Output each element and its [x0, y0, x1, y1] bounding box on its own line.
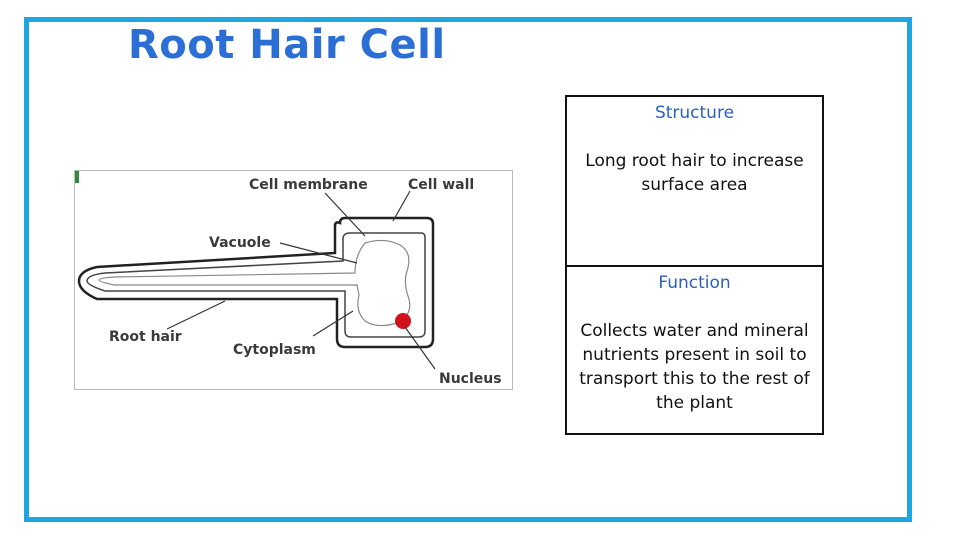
structure-cell: Structure Long root hair to increase sur… [567, 97, 822, 267]
slide-title: Root Hair Cell [128, 22, 446, 68]
cell-wall-outline [77, 216, 435, 349]
nucleus-dot [395, 313, 411, 329]
function-text: Collects water and mineral nutrients pre… [579, 321, 810, 413]
leader-cell-wall [392, 190, 411, 222]
leader-nucleus [404, 326, 436, 370]
image-corner-mark [75, 171, 79, 183]
label-vacuole: Vacuole [209, 235, 271, 251]
function-cell: Function Collects water and mineral nutr… [567, 267, 822, 435]
label-cell-wall: Cell wall [408, 177, 474, 193]
label-cytoplasm: Cytoplasm [233, 342, 316, 358]
leader-cell-membrane [324, 192, 366, 237]
leader-vacuole [279, 242, 358, 264]
structure-heading: Structure [654, 103, 735, 123]
slide-frame [24, 17, 912, 522]
label-cell-membrane: Cell membrane [249, 177, 368, 193]
root-hair-cell-diagram: Cell membrane Cell wall Vacuole Root hai… [74, 170, 513, 390]
label-root-hair: Root hair [109, 329, 182, 345]
cell-membrane-outline [86, 232, 426, 338]
function-heading: Function [658, 273, 731, 293]
structure-text: Long root hair to increase surface area [585, 151, 804, 195]
vacuole-outline [98, 239, 411, 327]
diagram-svg: Cell membrane Cell wall Vacuole Root hai… [77, 177, 502, 387]
leader-root-hair [166, 300, 226, 330]
label-nucleus: Nucleus [439, 371, 502, 387]
leader-cytoplasm [312, 310, 354, 337]
structure-function-table: Structure Long root hair to increase sur… [565, 95, 824, 435]
